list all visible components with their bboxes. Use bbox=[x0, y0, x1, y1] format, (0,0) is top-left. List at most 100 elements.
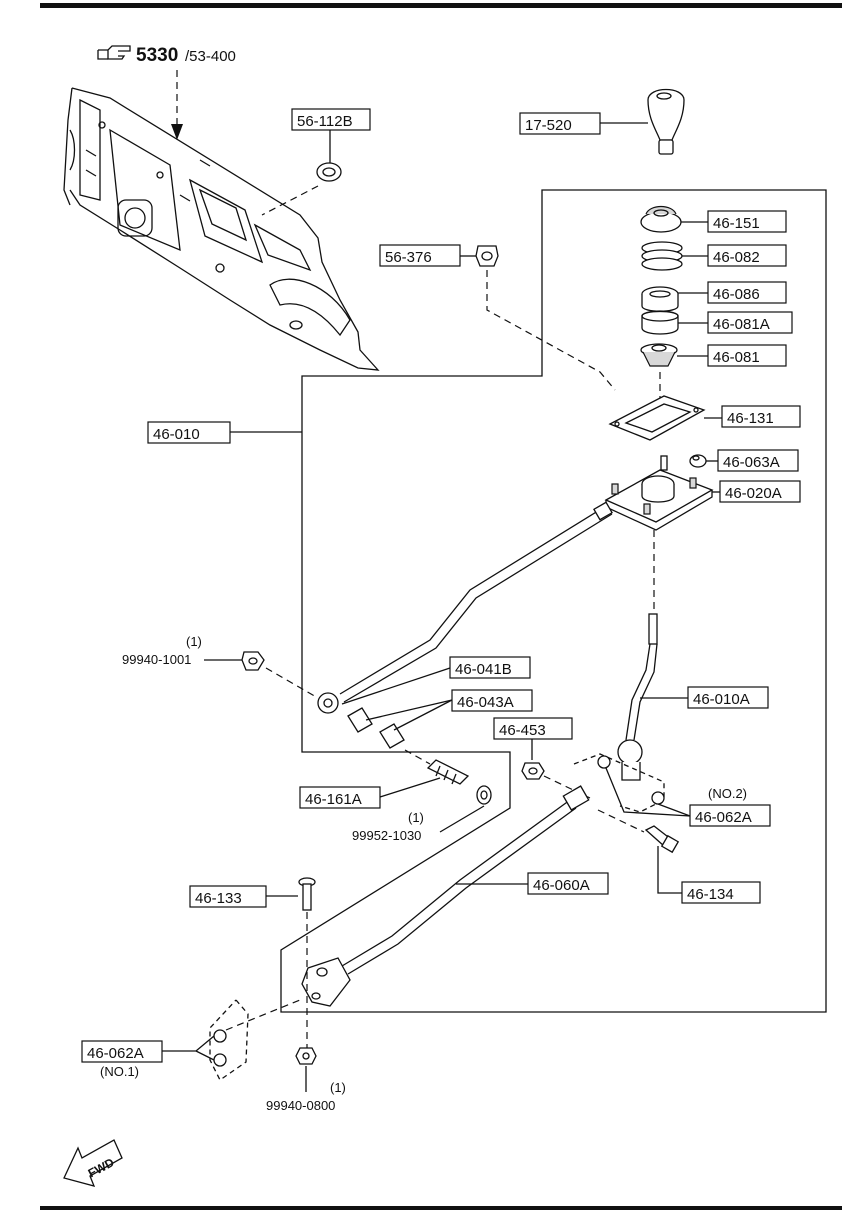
label-46-010[interactable]: 46-010 bbox=[147, 421, 231, 444]
lever-base-46-020A bbox=[604, 455, 714, 531]
label-46-133[interactable]: 46-133 bbox=[189, 885, 267, 908]
label-46-082[interactable]: 46-082 bbox=[707, 244, 787, 267]
leader-46-134 bbox=[657, 846, 682, 894]
label-text: 17-520 bbox=[525, 117, 572, 134]
bolt-46-161A bbox=[426, 759, 470, 785]
leader-46-041B bbox=[341, 667, 451, 705]
label-text: 46-081A bbox=[713, 316, 770, 333]
boot-46-151 bbox=[640, 205, 682, 233]
label-46-081A[interactable]: 46-081A bbox=[707, 311, 793, 334]
label-46-041B[interactable]: 46-041B bbox=[449, 656, 531, 679]
leader-46-161A bbox=[379, 777, 441, 798]
label-46-062A[interactable]: 46-062A bbox=[689, 804, 771, 827]
qty-99940-1001: (1) bbox=[186, 634, 202, 649]
qty-99952-1030: (1) bbox=[408, 810, 424, 825]
pin-46-133 bbox=[298, 877, 316, 911]
label-46-151[interactable]: 46-151 bbox=[707, 210, 787, 233]
label-56-112B[interactable]: 56-112B bbox=[291, 108, 371, 131]
label-text: 46-010 bbox=[153, 426, 200, 443]
shift-rod-46-010 bbox=[339, 501, 613, 703]
label-text: 46-062A bbox=[87, 1045, 144, 1062]
cap-46-063A bbox=[689, 454, 707, 468]
shift-rod-46-060A bbox=[301, 785, 590, 1007]
label-text: 46-161A bbox=[305, 791, 362, 808]
label-text: 46-020A bbox=[725, 485, 782, 502]
bushing-46-043A bbox=[347, 707, 405, 749]
label-text: 46-010A bbox=[693, 691, 750, 708]
kit-boundary bbox=[280, 189, 827, 1013]
label-text: 46-133 bbox=[195, 890, 242, 907]
label-text: 46-043A bbox=[457, 694, 514, 711]
dash-46-134 bbox=[597, 809, 645, 833]
dash-46-161A bbox=[404, 749, 431, 765]
label-text: 46-131 bbox=[727, 410, 774, 427]
shift-lever-46-010A bbox=[617, 613, 658, 781]
leader-46-062A-no2 bbox=[605, 767, 691, 817]
label-text: 46-062A bbox=[695, 809, 752, 826]
label-46-081[interactable]: 46-081 bbox=[707, 344, 787, 367]
qty-99940-0800: (1) bbox=[330, 1080, 346, 1095]
boot-46-081 bbox=[640, 343, 678, 367]
label-text: 56-376 bbox=[385, 249, 432, 266]
no1-marker: (NO.1) bbox=[100, 1064, 139, 1079]
label-46-086[interactable]: 46-086 bbox=[707, 281, 787, 304]
label-text: 46-081 bbox=[713, 349, 760, 366]
label-46-453[interactable]: 46-453 bbox=[493, 717, 573, 740]
no2-marker: (NO.2) bbox=[708, 786, 747, 801]
leader-46-062A-no1 bbox=[162, 1035, 215, 1061]
bolt-46-134 bbox=[644, 825, 680, 854]
label-46-063A[interactable]: 46-063A bbox=[717, 449, 799, 472]
label-46-161A[interactable]: 46-161A bbox=[299, 786, 381, 809]
label-text: 56-112B bbox=[297, 113, 353, 130]
dash-56-112B bbox=[261, 185, 319, 216]
nut-46-453 bbox=[521, 762, 545, 780]
part-99940-0800[interactable]: 99940-0800 bbox=[266, 1098, 335, 1113]
label-text: 46-082 bbox=[713, 249, 760, 266]
pointing-hand-icon bbox=[97, 45, 131, 60]
label-46-020A[interactable]: 46-020A bbox=[719, 480, 801, 503]
label-46-134[interactable]: 46-134 bbox=[681, 881, 761, 904]
dash-99940-1001 bbox=[265, 667, 319, 699]
label-56-376[interactable]: 56-376 bbox=[379, 244, 461, 267]
ring-46-081A bbox=[641, 310, 679, 335]
spring-46-082 bbox=[641, 241, 683, 271]
plate-46-131 bbox=[608, 395, 706, 441]
label-text: 46-041B bbox=[455, 661, 512, 678]
reference-callout[interactable]: 5330 /53-400 bbox=[97, 45, 236, 66]
washer-99952-1030 bbox=[476, 785, 492, 805]
bushing-46-041B bbox=[317, 692, 339, 714]
label-46-131[interactable]: 46-131 bbox=[721, 405, 801, 428]
label-text: 46-453 bbox=[499, 722, 546, 739]
label-46-043A[interactable]: 46-043A bbox=[451, 689, 533, 712]
label-17-520[interactable]: 17-520 bbox=[519, 112, 601, 135]
label-text: 46-060A bbox=[533, 877, 590, 894]
reference-main: 5330 bbox=[136, 45, 178, 66]
leader-46-043A-b bbox=[393, 699, 453, 731]
fwd-arrow-icon: FWD bbox=[63, 1139, 123, 1187]
label-text: 46-134 bbox=[687, 886, 734, 903]
nut-99940-1001 bbox=[241, 651, 265, 671]
reference-sub: /53-400 bbox=[185, 48, 236, 65]
part-99940-1001[interactable]: 99940-1001 bbox=[122, 652, 191, 667]
shift-knob bbox=[647, 88, 685, 155]
floor-panel-drawing bbox=[63, 87, 380, 371]
label-text: 46-086 bbox=[713, 286, 760, 303]
bracket-46-062A-no2 bbox=[573, 753, 665, 813]
label-text: 46-063A bbox=[723, 454, 780, 471]
grommet-56-112B bbox=[316, 162, 342, 182]
bushing-46-086 bbox=[641, 286, 679, 312]
nut-56-376 bbox=[475, 245, 499, 267]
bottom-border-rule bbox=[40, 1206, 842, 1210]
nut-99940-0800 bbox=[295, 1047, 317, 1065]
label-46-062A-no1[interactable]: 46-062A bbox=[81, 1040, 163, 1063]
dash-56-376 bbox=[486, 270, 616, 391]
label-46-060A[interactable]: 46-060A bbox=[527, 872, 609, 895]
label-text: 46-151 bbox=[713, 215, 760, 232]
leader-99952-1030 bbox=[439, 805, 485, 833]
top-border-rule bbox=[40, 3, 842, 8]
part-99952-1030[interactable]: 99952-1030 bbox=[352, 828, 421, 843]
label-46-010A[interactable]: 46-010A bbox=[687, 686, 769, 709]
reference-arrowhead bbox=[171, 124, 183, 140]
leader-46-043A bbox=[365, 699, 453, 721]
